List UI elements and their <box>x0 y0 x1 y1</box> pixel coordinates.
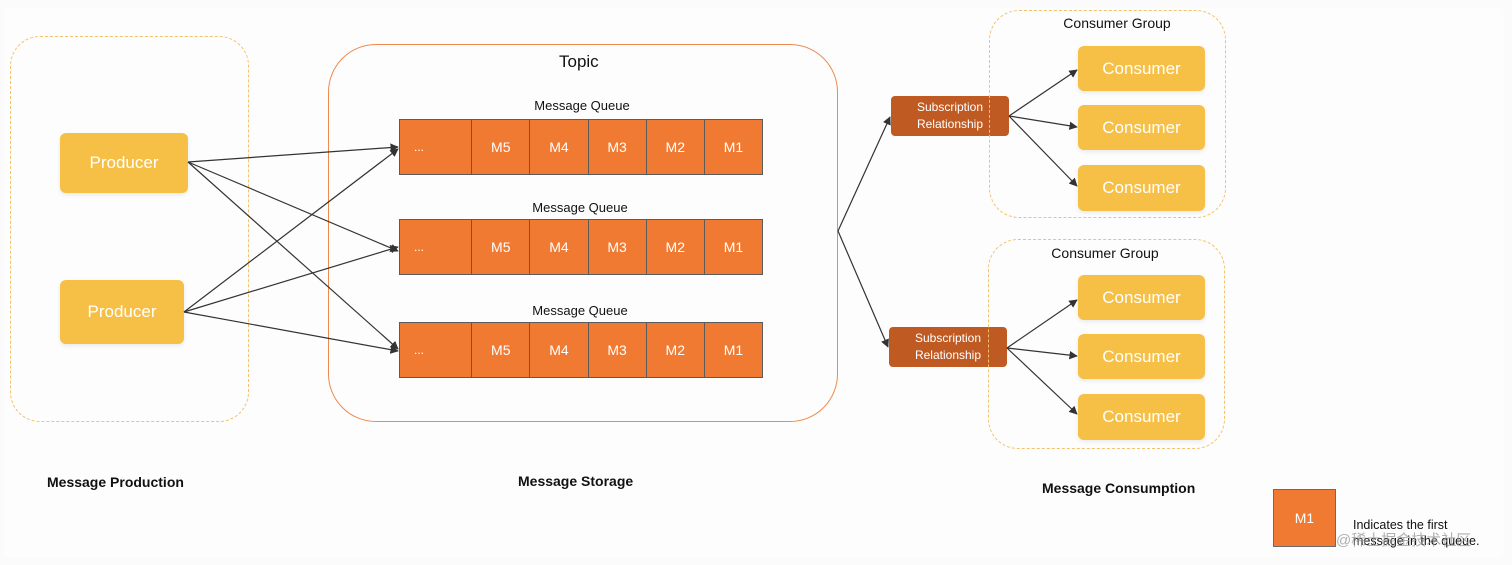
queue-cell: M1 <box>723 342 744 358</box>
legend-box: M1 <box>1273 489 1336 547</box>
arrow-subscription1-consumer2 <box>1008 115 1078 130</box>
queue-cell: M3 <box>589 120 647 174</box>
queue-cell: M2 <box>647 120 705 174</box>
subscription-line2: Relationship <box>914 348 982 362</box>
consumer-1-3[interactable]: Consumer <box>1078 165 1205 211</box>
message-queue-2: ... M5 M4 M3 M2 M1 <box>399 219 763 275</box>
legend-text-line1: Indicates the first <box>1353 518 1448 532</box>
arrow-subscription2-consumer2 <box>1006 347 1078 360</box>
queue-cell: M1 <box>723 139 744 155</box>
consumer-group-2 <box>988 239 1225 449</box>
message-queue-1: ... M5 M4 M3 M2 M1 <box>399 119 763 175</box>
consumer-1-1[interactable]: Consumer <box>1078 46 1205 91</box>
topic-box <box>328 44 838 422</box>
queue-cell: M1 <box>723 239 744 255</box>
section-label-production: Message Production <box>47 474 184 490</box>
arrow-topic-subscription2 <box>837 230 889 348</box>
message-queue-3: ... M5 M4 M3 M2 M1 <box>399 322 763 378</box>
queue-cell: M4 <box>530 120 589 174</box>
queue-cell: M2 <box>647 220 705 274</box>
consumer-group-1 <box>989 10 1226 218</box>
consumer-2-1[interactable]: Consumer <box>1078 275 1205 320</box>
arrow-subscription1-consumer1 <box>1008 69 1078 117</box>
arrow-producer1-queue2 <box>187 161 399 252</box>
legend-text: Indicates the first message in the queue… <box>1353 517 1479 549</box>
legend-text-line2: message in the queue. <box>1353 534 1480 548</box>
queue-cell: ... <box>400 120 473 174</box>
subscription-line1: Subscription <box>916 100 984 114</box>
topic-title: Topic <box>559 52 599 71</box>
producer-1[interactable]: Producer <box>60 133 188 193</box>
consumer-2-2[interactable]: Consumer <box>1078 334 1205 379</box>
consumer-1-2[interactable]: Consumer <box>1078 105 1205 150</box>
diagram-panel <box>4 8 1504 558</box>
queue-cell: M5 <box>472 323 531 377</box>
consumer-group-title-2: Consumer Group <box>1051 245 1159 261</box>
queue-cell: ... <box>400 323 473 377</box>
consumer-2-3[interactable]: Consumer <box>1078 394 1205 440</box>
queue-cell: M4 <box>530 220 589 274</box>
queue-cell: M4 <box>530 323 589 377</box>
subscription-relationship-2[interactable]: Subscription Relationship <box>889 327 1007 367</box>
consumer-group-title-1: Consumer Group <box>1063 15 1171 31</box>
arrow-producer2-queue3 <box>183 311 399 354</box>
arrow-topic-subscription1 <box>837 116 891 232</box>
queue-cell: M2 <box>647 323 705 377</box>
arrow-subscription2-consumer1 <box>1006 299 1078 349</box>
queue-label-2: Message Queue <box>532 200 628 215</box>
arrow-producer2-queue2 <box>183 245 399 313</box>
arrow-subscription1-consumer3 <box>1008 115 1078 187</box>
queue-cell: M5 <box>472 220 531 274</box>
queue-cell: ... <box>400 220 473 274</box>
producer-2[interactable]: Producer <box>60 280 184 344</box>
queue-cell: M5 <box>472 120 531 174</box>
subscription-line1: Subscription <box>914 331 982 345</box>
arrow-producer2-queue1 <box>183 148 399 313</box>
queue-cell: M3 <box>589 323 647 377</box>
section-label-storage: Message Storage <box>518 473 634 489</box>
arrow-subscription2-consumer3 <box>1006 347 1078 415</box>
queue-cell: M3 <box>589 220 647 274</box>
watermark: @稀土掘金技术社区 <box>1336 532 1472 549</box>
arrow-producer1-queue3 <box>187 161 399 350</box>
arrow-producer1-queue1 <box>187 143 399 163</box>
queue-label-3: Message Queue <box>532 303 628 318</box>
subscription-line2: Relationship <box>916 117 984 131</box>
queue-label-1: Message Queue <box>534 98 630 113</box>
section-label-consumption: Message Consumption <box>1042 480 1196 496</box>
production-group <box>10 36 249 422</box>
